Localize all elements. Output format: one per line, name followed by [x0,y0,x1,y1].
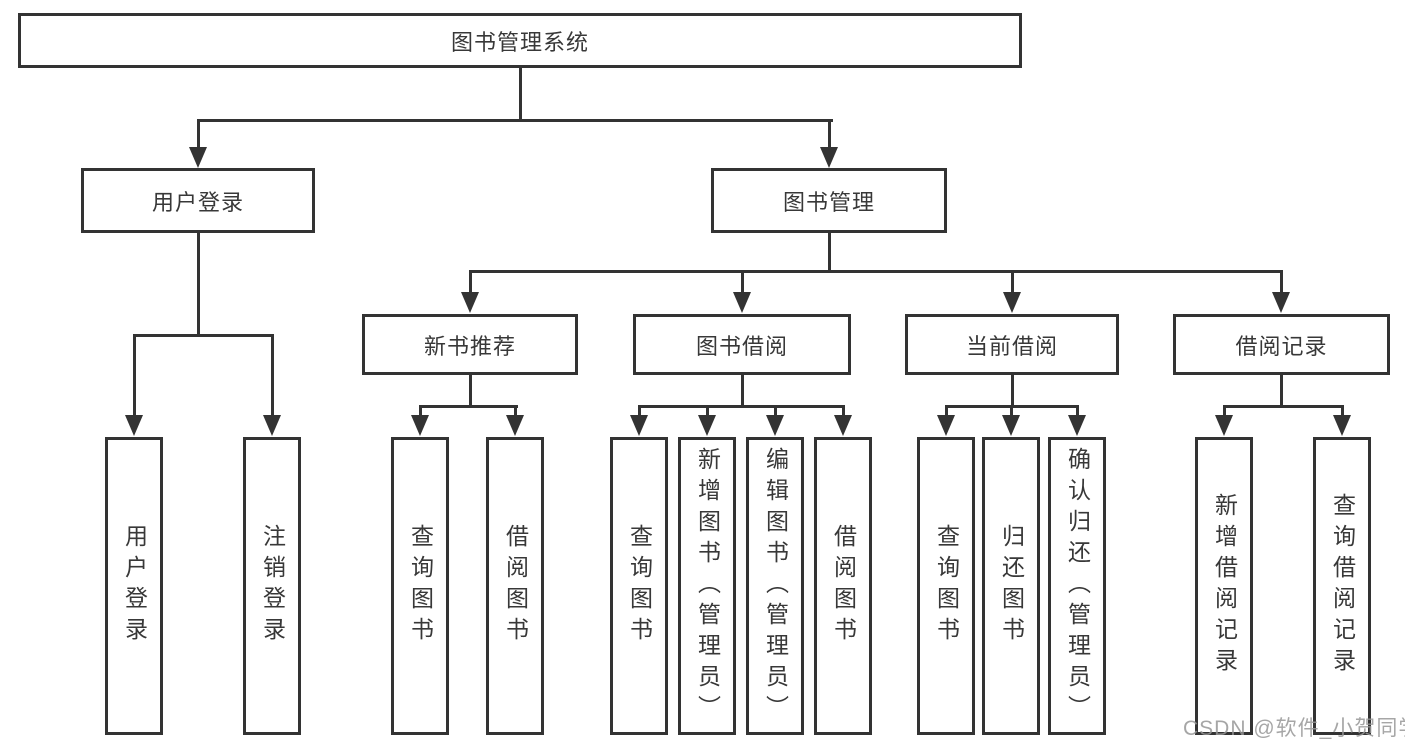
leaf-borrow-books-borrowing-label: 借阅图书 [830,524,857,648]
node-book-borrowing-label: 图书借阅 [695,333,788,359]
leaf-borrow-books-recommend-label: 借阅图书 [502,524,529,648]
leaf-confirm-return-admin-label: 确认归还（管理员） [1064,446,1091,726]
connector-borrowing-records-stub [1279,375,1283,406]
connector-tail-borrowing-records [1279,271,1283,296]
connector-tail-new-book [468,271,472,296]
connector-root-rail [196,118,833,122]
arrowhead-icon [698,415,716,436]
connector-tail [513,406,517,419]
connector-current-borrowing-stub [1010,375,1014,406]
node-user-login: 用户登录 [81,168,315,233]
leaf-query-books-borrowing: 查询图书 [610,437,668,735]
arrowhead-icon [766,415,784,436]
leaf-query-books-recommend-label: 查询图书 [407,524,434,648]
connector-tail [944,406,948,419]
leaf-edit-books-admin-label: 编辑图书（管理员） [762,446,789,726]
connector-book-borrowing-stub [740,375,744,406]
arrowhead-icon [125,415,143,436]
leaf-edit-books-admin: 编辑图书（管理员） [746,437,804,735]
connector-tail [1075,406,1079,419]
arrowhead-icon [411,415,429,436]
arrowhead-icon [937,415,955,436]
csdn-watermark: CSDN @软件_小贺同学 [1183,717,1405,740]
node-book-management: 图书管理 [711,168,947,233]
node-borrowing-records-label: 借阅记录 [1235,333,1328,359]
connector-tail [637,406,641,419]
arrowhead-icon [263,415,281,436]
leaf-add-borrow-record: 新增借阅记录 [1195,437,1253,735]
node-book-management-label: 图书管理 [782,189,875,215]
arrowhead-icon [820,147,838,168]
arrowhead-icon [1272,292,1290,313]
leaf-add-books-admin-label: 新增图书（管理员） [694,446,721,726]
connector-new-book-stub [468,375,472,406]
arrowhead-icon [1002,415,1020,436]
arrowhead-icon [630,415,648,436]
leaf-logout-label: 注销登录 [259,524,286,648]
node-book-borrowing: 图书借阅 [633,314,851,375]
leaf-query-borrow-record: 查询借阅记录 [1313,437,1371,735]
connector-tail-user-login [196,120,200,150]
leaf-logout: 注销登录 [243,437,301,735]
arrowhead-icon [506,415,524,436]
arrowhead-icon [733,292,751,313]
connector-tail [705,406,709,419]
connector-tail-book-borrowing [740,271,744,296]
leaf-add-borrow-record-label: 新增借阅记录 [1211,493,1238,679]
leaf-query-borrow-record-label: 查询借阅记录 [1329,493,1356,679]
leaf-return-books-label: 归还图书 [998,524,1025,648]
connector-book-borrowing-rail [637,404,845,408]
leaf-query-books-current-label: 查询图书 [933,524,960,648]
connector-root-stub [518,68,522,120]
connector-user-login-rail [132,333,274,337]
node-user-login-label: 用户登录 [151,189,244,215]
arrowhead-icon [1068,415,1086,436]
node-new-book-recommend: 新书推荐 [362,314,578,375]
leaf-borrow-books-recommend: 借阅图书 [486,437,544,735]
connector-book-management-stub [827,233,831,271]
connector-tail [1222,406,1226,419]
leaf-confirm-return-admin: 确认归还（管理员） [1048,437,1106,735]
node-library-system-label: 图书管理系统 [450,29,589,55]
leaf-query-books-recommend: 查询图书 [391,437,449,735]
leaf-user-login-label: 用户登录 [121,524,148,648]
leaf-borrow-books-borrowing: 借阅图书 [814,437,872,735]
node-borrowing-records: 借阅记录 [1173,314,1390,375]
arrowhead-icon [834,415,852,436]
connector-tail [418,406,422,419]
arrowhead-icon [1333,415,1351,436]
leaf-add-books-admin: 新增图书（管理员） [678,437,736,735]
connector-new-book-rail [418,404,518,408]
connector-tail [1340,406,1344,419]
connector-tail-book-management [827,120,831,150]
leaf-query-books-current: 查询图书 [917,437,975,735]
connector-tail-leaf-user-login [132,335,136,416]
arrowhead-icon [189,147,207,168]
node-library-system: 图书管理系统 [18,13,1022,68]
leaf-return-books: 归还图书 [982,437,1040,735]
leaf-user-login: 用户登录 [105,437,163,735]
leaf-query-books-borrowing-label: 查询图书 [626,524,653,648]
connector-user-login-stub [196,233,200,335]
arrowhead-icon [1003,292,1021,313]
node-current-borrowing: 当前借阅 [905,314,1119,375]
connector-tail [773,406,777,419]
node-new-book-recommend-label: 新书推荐 [423,333,516,359]
node-current-borrowing-label: 当前借阅 [965,333,1058,359]
arrowhead-icon [1215,415,1233,436]
connector-tail-leaf-logout [270,335,274,416]
connector-tail [1009,406,1013,419]
arrowhead-icon [461,292,479,313]
connector-borrowing-records-rail [1222,404,1344,408]
connector-book-management-rail [468,269,1283,273]
connector-tail [841,406,845,419]
connector-tail-current-borrowing [1010,271,1014,296]
